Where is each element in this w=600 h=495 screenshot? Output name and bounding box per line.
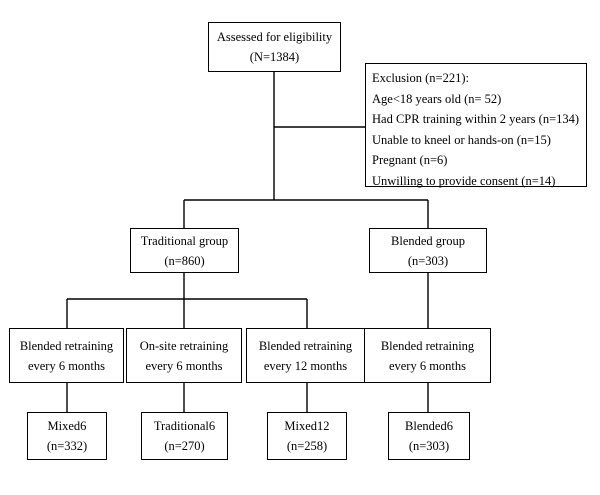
outcome-label: Blended6 [405, 419, 453, 433]
outcome-label: Mixed6 [47, 419, 87, 433]
outcome-box-mixed6: Mixed6 (n=332) [27, 412, 107, 460]
outcome-count: (n=258) [286, 439, 328, 453]
outcome-box-mixed12: Mixed12 (n=258) [267, 412, 347, 460]
exclusion-item: Unable to kneel or hands-on (n=15) [372, 132, 551, 147]
exclusion-title: Exclusion (n=221): [372, 71, 469, 85]
retraining-interval: every 12 months [263, 358, 348, 373]
retraining-box-blended6: Blended retraining every 6 months [364, 328, 491, 383]
retraining-interval: every 6 months [27, 358, 106, 373]
retraining-label: Blended retraining [258, 338, 353, 353]
retraining-label: On-site retraining [139, 338, 229, 353]
outcome-count: (n=270) [164, 439, 205, 453]
retraining-box-traditional6: On-site retraining every 6 months [126, 328, 242, 383]
assessed-box: Assessed for eligibility (N=1384) [208, 22, 341, 72]
exclusion-item: Had CPR training within 2 years (n=134) [372, 112, 580, 126]
outcome-box-traditional6: Traditional6 (n=270) [141, 412, 228, 460]
retraining-label: Blended retraining [19, 338, 114, 353]
traditional-group-count: (n=860) [164, 253, 205, 268]
blended-group-label: Blended group [391, 233, 465, 248]
exclusion-item: Age<18 years old (n= 52) [372, 91, 502, 106]
traditional-group-label: Traditional group [140, 233, 229, 248]
blended-group-box: Blended group (n=303) [369, 228, 487, 273]
assessed-count: (N=1384) [249, 50, 300, 64]
blended-group-count: (n=303) [407, 253, 449, 268]
retraining-box-mixed12: Blended retraining every 12 months [246, 328, 365, 383]
retraining-interval: every 6 months [145, 358, 223, 373]
outcome-box-blended6: Blended6 (n=303) [388, 412, 470, 460]
retraining-label: Blended retraining [380, 338, 475, 353]
exclusion-item: Unwilling to provide consent (n=14) [372, 173, 556, 188]
assessed-label: Assessed for eligibility [216, 30, 333, 44]
outcome-count: (n=332) [46, 439, 88, 453]
outcome-label: Traditional6 [153, 419, 216, 433]
retraining-box-mixed6: Blended retraining every 6 months [9, 328, 124, 383]
retraining-interval: every 6 months [388, 358, 467, 373]
exclusion-item: Pregnant (n=6) [372, 153, 448, 167]
exclusion-box: Exclusion (n=221): Age<18 years old (n= … [365, 63, 587, 188]
traditional-group-box: Traditional group (n=860) [130, 228, 239, 273]
outcome-count: (n=303) [408, 439, 450, 453]
outcome-label: Mixed12 [284, 419, 330, 433]
